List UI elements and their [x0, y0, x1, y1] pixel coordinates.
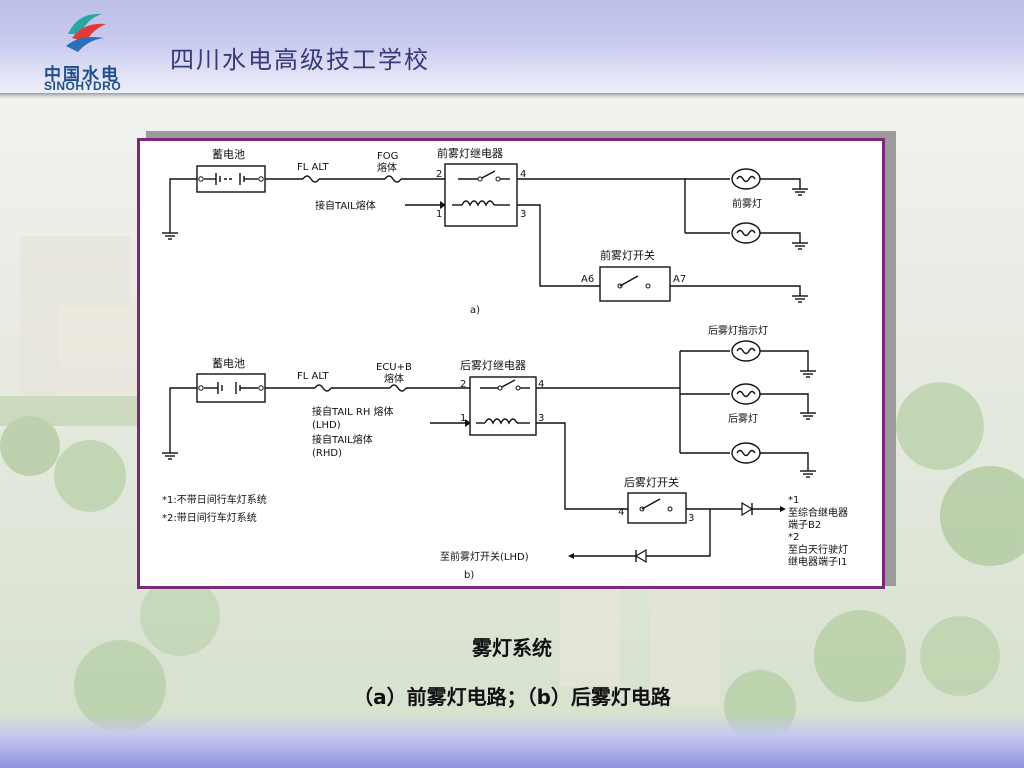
switch-terminal-a6: A6: [581, 274, 594, 285]
rear-fog-circuit: 蓄电池 FL ALT ECU+B: [162, 324, 848, 581]
front-fog-lamp-icon: [731, 168, 761, 244]
figure-title: 雾灯系统: [472, 636, 552, 660]
rear-tail-label-2: (RHD): [312, 448, 342, 459]
battery-label-a: 蓄电池: [212, 148, 245, 161]
battery-icon: [198, 173, 264, 185]
ecu-fuse-label-1: ECU+B: [376, 362, 412, 373]
front-relay-pin-3: 3: [520, 209, 526, 220]
ground-icon: [792, 188, 808, 250]
header-divider: [0, 93, 1024, 99]
relay-coil-icon: [461, 200, 495, 207]
dest-1-mark: *1: [788, 495, 799, 506]
rear-fog-switch-label: 后雾灯开关: [624, 475, 679, 489]
figure-subtitle: （a）前雾灯电路；（b）后雾灯电路: [353, 685, 671, 709]
front-fog-switch-label: 前雾灯开关: [600, 248, 655, 262]
front-tail-fuse-label: 接自TAIL熔体: [315, 199, 376, 212]
battery-label-b: 蓄电池: [212, 357, 245, 370]
fl-alt-fuse-icon: [302, 175, 320, 183]
switch-icon: [617, 275, 651, 289]
relay-contact-icon: [480, 379, 530, 391]
battery-icon: [198, 382, 264, 394]
fl-alt-label-a: FL ALT: [297, 162, 330, 173]
front-relay-label: 前雾灯继电器: [437, 146, 503, 160]
ground-icon: [162, 452, 178, 460]
footnote-1: *1:不带日间行车灯系统: [162, 493, 267, 506]
ecu-fuse-label-2: 熔体: [384, 372, 404, 385]
arrow-icon: [568, 553, 574, 559]
ecu-fuse-icon: [389, 384, 407, 392]
dest-2-mark: *2: [788, 532, 799, 543]
diagram-a-label: a): [470, 305, 480, 316]
front-relay-box: [444, 163, 518, 227]
rear-fog-lamp-label: 后雾灯: [728, 413, 758, 425]
switch-icon: [639, 498, 673, 512]
dest-1-line2: 端子B2: [788, 518, 821, 531]
fog-fuse-label-1: FOG: [377, 151, 398, 162]
fl-alt-fuse-icon: [314, 384, 332, 392]
arrow-icon: [440, 201, 446, 209]
fl-alt-label-b: FL ALT: [297, 371, 330, 382]
rear-tail-rh-label-1: 接自TAIL RH 熔体: [312, 405, 394, 418]
logo-chinese-text: 中国水电: [44, 65, 120, 85]
rear-tail-label-1: 接自TAIL熔体: [312, 433, 373, 446]
circuit-figure: 蓄电池 FL ALT: [137, 138, 885, 589]
diagram-b-label: b): [464, 570, 474, 581]
ground-icon: [800, 370, 816, 478]
rear-relay-pin-4: 4: [538, 379, 544, 390]
fog-fuse-icon: [384, 175, 402, 183]
campus-background-image: [0, 236, 1024, 742]
to-front-switch-label: 至前雾灯开关(LHD): [440, 550, 529, 563]
rear-relay-label: 后雾灯继电器: [460, 359, 526, 372]
ground-icon: [792, 295, 808, 303]
diode-icon: [634, 548, 647, 564]
dest-2-line2: 继电器端子I1: [788, 555, 847, 568]
front-fog-circuit: 蓄电池 FL ALT: [162, 146, 808, 316]
rear-relay-pin-2: 2: [460, 379, 466, 390]
rear-indicator-label: 后雾灯指示灯: [708, 324, 768, 337]
footer-band: [0, 714, 1024, 768]
relay-contact-icon: [458, 170, 510, 182]
front-relay-pin-2: 2: [436, 169, 442, 180]
switch-terminal-a7: A7: [673, 274, 686, 285]
header-band: [0, 0, 1024, 96]
front-fog-lamp-label: 前雾灯: [732, 197, 762, 210]
rear-fog-lamp-icon: [731, 340, 761, 464]
dest-1-line1: 至综合继电器: [788, 506, 848, 519]
dest-2-line1: 至白天行驶灯: [788, 543, 848, 556]
rear-relay-pin-3: 3: [538, 413, 544, 424]
diode-icon: [741, 501, 754, 517]
footnote-2: *2:带日间行车灯系统: [162, 511, 257, 524]
rear-fog-switch-box: [627, 492, 687, 524]
ground-icon: [162, 232, 178, 240]
fog-fuse-label-2: 熔体: [377, 161, 397, 174]
front-fog-switch-box: [599, 266, 671, 302]
relay-coil-icon: [484, 418, 518, 425]
rear-tail-rh-label-2: (LHD): [312, 420, 341, 431]
front-relay-pin-1: 1: [436, 209, 442, 220]
school-title: 四川水电高级技工学校: [170, 46, 430, 74]
fog-lamp-circuit-diagram: 蓄电池 FL ALT: [162, 146, 848, 581]
rear-relay-pin-1: 1: [460, 413, 466, 424]
logo-english-text: SINOHYDRO: [44, 79, 122, 93]
rear-switch-terminal-3: 3: [688, 513, 694, 524]
arrow-icon: [780, 506, 786, 512]
sinohydro-logo-icon: [66, 13, 106, 52]
front-relay-pin-4: 4: [520, 169, 526, 180]
rear-switch-terminal-4: 4: [618, 507, 624, 518]
arrow-icon: [465, 419, 471, 427]
